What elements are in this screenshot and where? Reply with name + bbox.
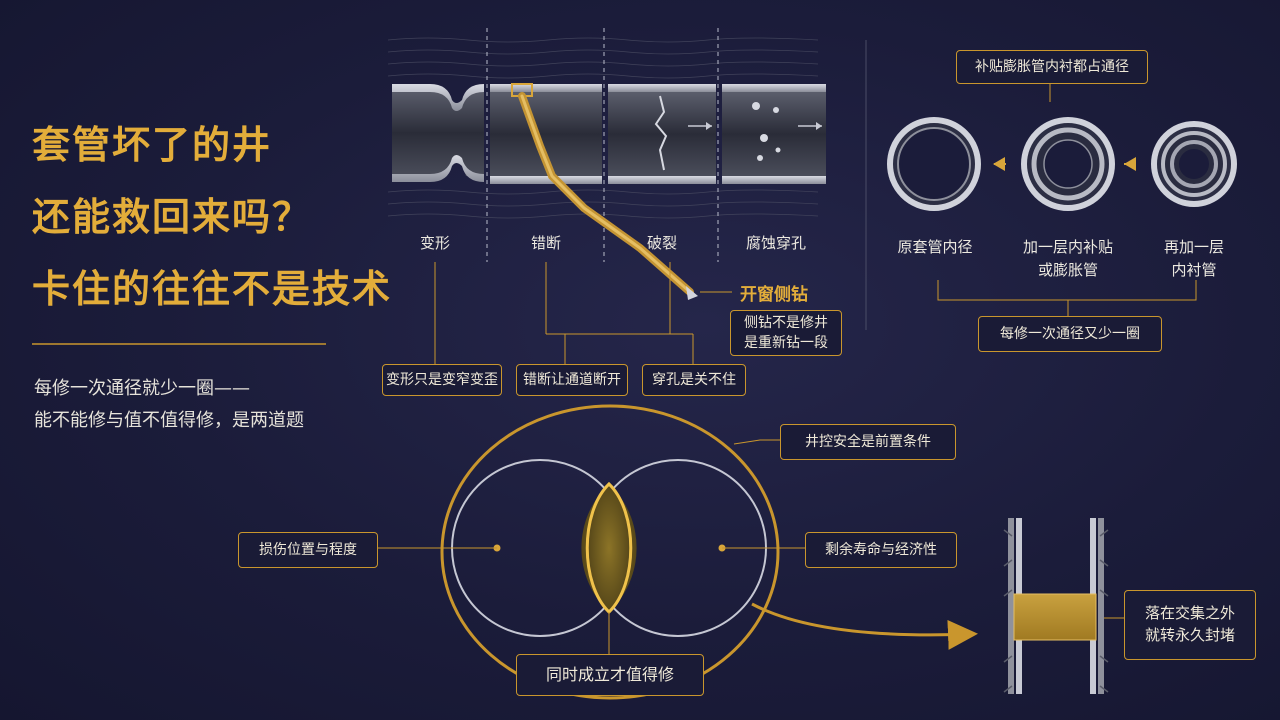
sidetrack-path (511, 83, 698, 300)
venn-outer-label: 井控安全是前置条件 (780, 424, 956, 460)
ring-stage-1 (887, 117, 981, 211)
damage-label-break: 错断 (530, 234, 561, 252)
plug-label: 落在交集之外 就转永久封堵 (1124, 590, 1256, 660)
lining-stage-3-line-1: 再加一层 (1163, 238, 1224, 256)
note-deform: 变形只是变窄变歪 (382, 364, 502, 396)
venn-left-label: 损伤位置与程度 (238, 532, 378, 568)
subtitle-line-1: 每修一次通径就少一圈—— (34, 378, 250, 399)
venn-bottom-label: 同时成立才值得修 (516, 654, 704, 696)
pipe-corrosion (722, 84, 826, 184)
lining-stage-3-line-2: 内衬管 (1171, 261, 1217, 280)
ring-stage-3 (1151, 121, 1237, 207)
title-line-3: 卡住的往往不是技术 (32, 267, 393, 311)
lining-stage-2-line-1: 加一层内补贴 (1022, 238, 1113, 256)
sidetrack-note-line-1: 侧钻不是修井 (744, 314, 828, 331)
lining-stage-1-label: 原套管内径 (880, 236, 990, 259)
note-pierce: 穿孔是关不住 (642, 364, 746, 396)
sidetrack-note: 侧钻不是修井 是重新钻一段 (730, 310, 842, 356)
lining-header: 补贴膨胀管内衬都占通径 (956, 50, 1148, 84)
lining-stage-3-label: 再加一层 内衬管 (1148, 236, 1240, 283)
lining-footer: 每修一次通径又少一圈 (978, 316, 1162, 352)
rock-texture (387, 37, 819, 219)
venn-diagram (440, 404, 780, 700)
plug-label-line-1: 落在交集之外 (1144, 604, 1235, 623)
plugged-pipe (1003, 518, 1109, 694)
venn-right-label: 剩余寿命与经济性 (805, 532, 957, 568)
lining-stage-2-label: 加一层内补贴 或膨胀管 (1010, 236, 1126, 283)
damage-label-corrosion: 腐蚀穿孔 (745, 234, 806, 252)
lining-stage-2-line-2: 或膨胀管 (1037, 261, 1098, 280)
title-line-1: 套管坏了的井 (32, 123, 273, 167)
note-break: 错断让通道断开 (516, 364, 628, 396)
lining-stage-1-line-1: 原套管内径 (897, 238, 973, 256)
pipe-deform (392, 84, 484, 182)
subtitle-line-2: 能不能修与值不值得修，是两道题 (34, 410, 304, 431)
sidetrack-label: 开窗侧钻 (740, 285, 808, 305)
sidetrack-note-line-2: 是重新钻一段 (744, 335, 828, 351)
plug-label-line-2: 就转永久封堵 (1144, 626, 1235, 644)
ring-stage-2 (1021, 117, 1115, 211)
damage-label-deform: 变形 (419, 234, 450, 252)
damage-label-crack: 破裂 (646, 234, 677, 252)
pipe-crack (608, 84, 716, 184)
title-line-2: 还能救回来吗？ (32, 195, 313, 239)
